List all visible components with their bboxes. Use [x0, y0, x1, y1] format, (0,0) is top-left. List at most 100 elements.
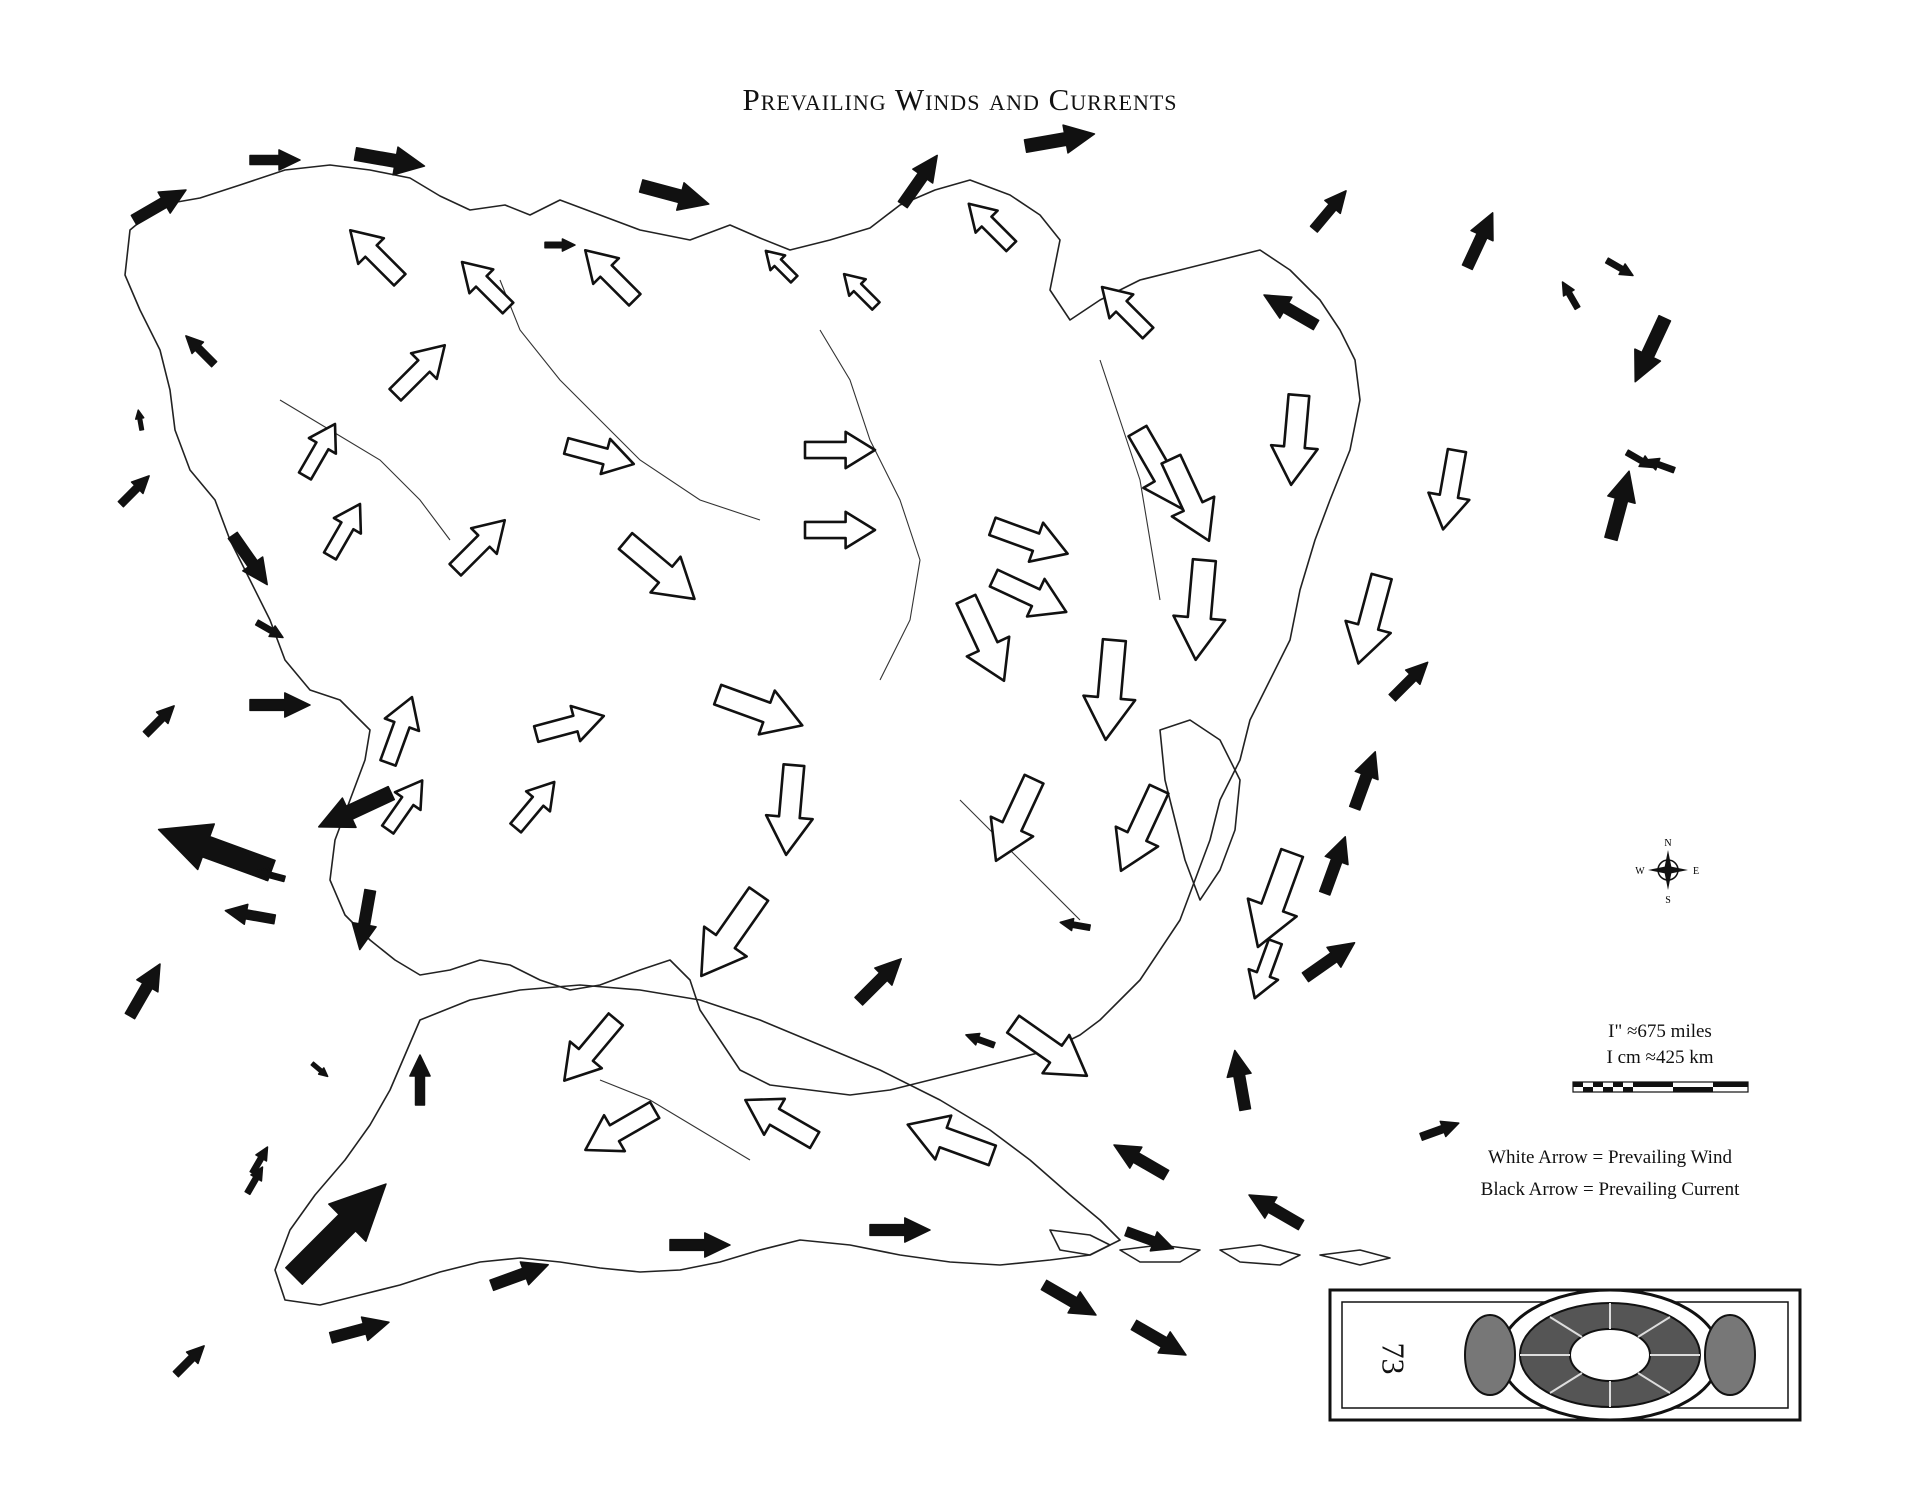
current-arrow-black	[1130, 1319, 1187, 1356]
wind-arrow-white	[379, 695, 421, 767]
legend-black-arrow: Black Arrow = Prevailing Current	[1480, 1179, 1740, 1200]
current-arrow-black	[254, 619, 284, 639]
wind-arrow-white	[1172, 557, 1227, 662]
compass-e-label: E	[1693, 866, 1699, 877]
current-arrow-black	[965, 1032, 996, 1049]
wind-arrow-white	[1427, 447, 1471, 531]
wind-arrow-white	[532, 704, 606, 744]
wind-arrow-white	[744, 1097, 821, 1150]
wind-arrow-white	[617, 531, 696, 601]
current-arrow-black	[1040, 1279, 1097, 1316]
current-arrow-black	[124, 963, 161, 1020]
wind-arrow-white	[1100, 285, 1155, 340]
wind-arrow-white	[1247, 938, 1284, 1000]
current-arrow-black	[1318, 836, 1349, 896]
scale-cm-label: I cm ≈425 km	[1606, 1047, 1714, 1068]
current-arrow-black	[1388, 661, 1429, 702]
current-arrow-black	[1309, 190, 1347, 233]
current-arrow-black	[854, 958, 902, 1006]
wind-arrow-white	[1005, 1014, 1089, 1078]
compass-s-label: S	[1665, 895, 1671, 906]
page-frame	[1328, 1288, 1802, 1422]
legend-white-arrow: White Arrow = Prevailing Wind	[1488, 1147, 1732, 1168]
southern-continent-coast	[274, 984, 1121, 1306]
scale-inch-label: I" ≈675 miles	[1608, 1021, 1712, 1042]
wind-arrow-white	[583, 248, 642, 307]
arrows-layer	[117, 124, 1676, 1378]
current-arrow-black	[1059, 917, 1091, 932]
compass-rose: N S E W	[1635, 838, 1699, 906]
eastern-peninsula-coast	[1159, 719, 1241, 901]
wind-arrow-white	[448, 518, 507, 577]
current-arrow-black	[254, 867, 286, 883]
wind-arrow-white	[1344, 572, 1393, 665]
current-arrow-black	[249, 692, 311, 718]
page-number: 73	[1375, 1342, 1412, 1375]
current-arrow-black	[1124, 1226, 1175, 1252]
wind-arrow-white	[1160, 453, 1216, 543]
ornamental-medallion	[1464, 1288, 1756, 1422]
current-arrow-black	[1023, 124, 1096, 154]
scale-bar	[1572, 1081, 1749, 1093]
current-arrow-black	[1461, 212, 1494, 271]
current-arrow-black	[1263, 294, 1320, 331]
coastline-outlines	[124, 164, 1391, 1306]
wind-arrow-white	[1082, 637, 1137, 742]
wind-arrow-white	[842, 272, 881, 311]
current-arrow-black	[1624, 449, 1654, 469]
current-arrow-black	[328, 1316, 390, 1344]
wind-arrow-white	[380, 779, 424, 835]
wind-arrow-white	[712, 683, 804, 736]
compass-needle-ew	[1648, 866, 1688, 874]
wind-arrow-white	[348, 228, 407, 287]
current-arrow-black	[1634, 314, 1672, 383]
current-arrow-black	[897, 154, 938, 209]
wind-arrow-white	[989, 773, 1045, 863]
current-arrow-black	[317, 785, 396, 829]
current-arrow-black	[172, 1345, 205, 1378]
current-arrow-black	[249, 149, 301, 171]
current-arrow-black	[1604, 257, 1634, 277]
current-arrow-black	[130, 189, 187, 226]
current-arrow-black	[1348, 751, 1379, 811]
wind-arrow-white	[988, 568, 1068, 618]
wind-arrow-white	[803, 510, 877, 550]
wind-arrow-white	[297, 422, 338, 481]
wind-arrow-white	[388, 343, 447, 402]
current-arrow-black	[869, 1217, 931, 1243]
current-arrow-black	[1226, 1049, 1252, 1112]
southern-islands	[1049, 1229, 1391, 1266]
current-arrow-black	[409, 1054, 431, 1106]
legend: White Arrow = Prevailing Wind Black Arro…	[1450, 1142, 1770, 1206]
current-arrow-black	[544, 238, 576, 252]
current-arrow-black	[1561, 281, 1581, 311]
current-arrow-black	[285, 1183, 387, 1285]
wind-arrow-white	[906, 1114, 998, 1167]
current-arrow-black	[1645, 457, 1676, 474]
current-arrow-black	[310, 1061, 329, 1078]
wind-arrow-white	[562, 1012, 625, 1082]
wind-arrow-white	[1114, 783, 1170, 873]
wind-arrow-white	[509, 780, 556, 834]
wind-arrow-white	[803, 430, 877, 470]
wind-arrow-white	[460, 260, 515, 315]
wind-arrow-white	[967, 202, 1018, 253]
current-arrow-black	[224, 903, 277, 925]
current-arrow-black	[351, 888, 377, 951]
wind-arrow-white	[764, 762, 814, 857]
current-arrow-black	[135, 409, 145, 431]
wind-arrow-white	[955, 593, 1011, 683]
current-arrow-black	[1248, 1194, 1305, 1231]
current-arrow-black	[1604, 470, 1636, 542]
wind-arrow-white	[700, 886, 770, 978]
wind-arrow-white	[1246, 847, 1305, 949]
current-arrow-black	[142, 705, 175, 738]
current-arrow-black	[353, 146, 426, 176]
map-title: Prevailing Winds and Currents	[742, 82, 1178, 117]
current-arrow-black	[244, 1166, 264, 1196]
current-arrow-black	[1113, 1144, 1170, 1181]
current-arrow-black	[489, 1261, 549, 1292]
current-arrow-black	[157, 823, 276, 882]
current-arrow-black	[117, 475, 150, 508]
